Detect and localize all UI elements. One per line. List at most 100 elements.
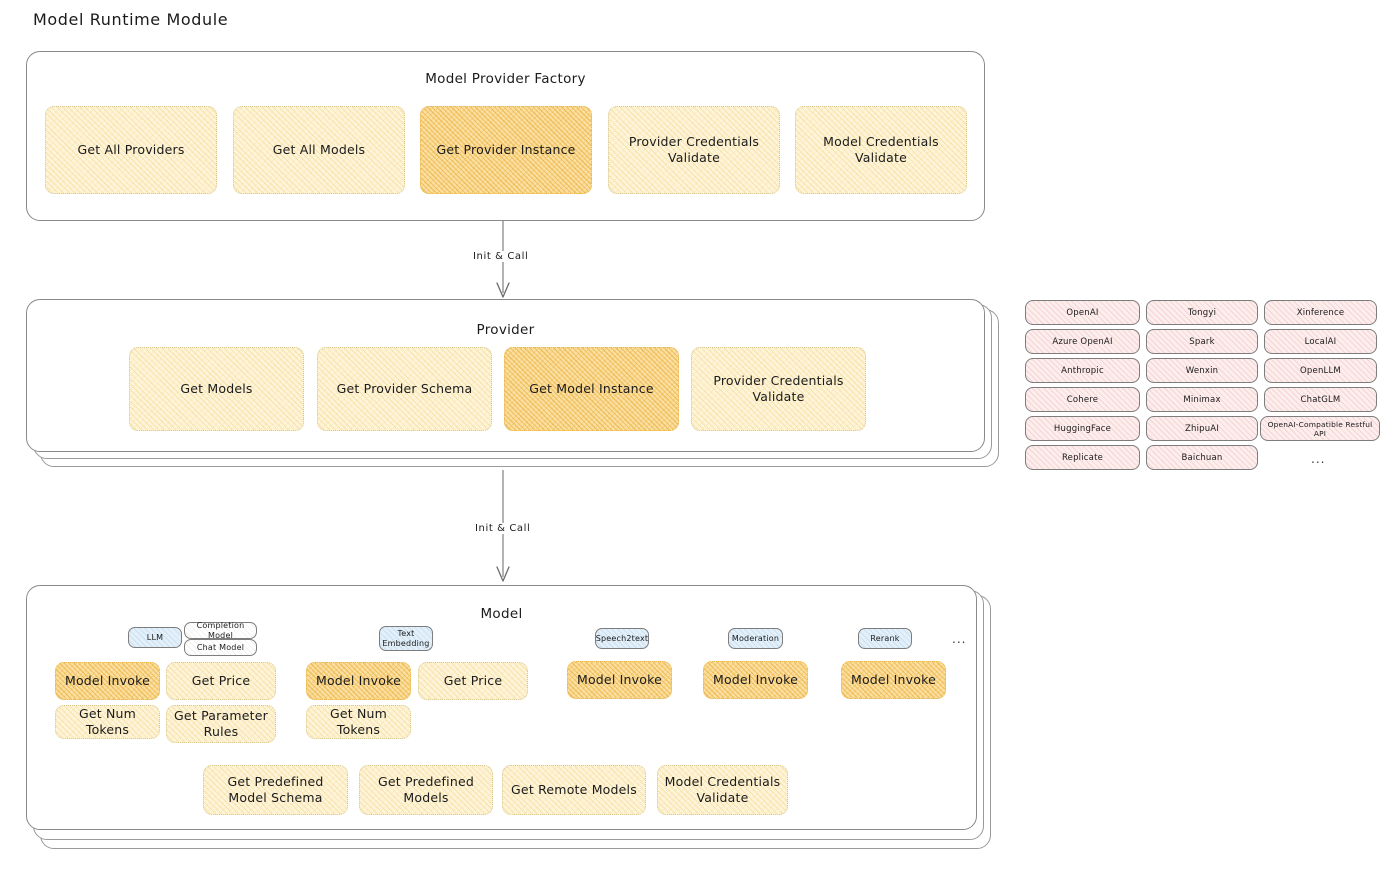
provider-chip-label: Anthropic bbox=[1061, 365, 1104, 376]
method-label: Get Remote Models bbox=[511, 782, 637, 798]
provider-chip-tongyi[interactable]: Tongyi bbox=[1146, 300, 1258, 325]
provider-chip-azure-openai[interactable]: Azure OpenAI bbox=[1025, 329, 1140, 354]
provider-chip-chatglm[interactable]: ChatGLM bbox=[1264, 387, 1377, 412]
method-text-embedding-get-price[interactable]: Get Price bbox=[418, 662, 528, 700]
model-type-chip-moderation[interactable]: Moderation bbox=[728, 628, 783, 649]
method-label: Model Invoke bbox=[576, 672, 663, 688]
model-type-label: LLM bbox=[146, 632, 164, 642]
method-get-all-providers[interactable]: Get All Providers bbox=[45, 106, 217, 194]
provider-chip-label: Azure OpenAI bbox=[1052, 336, 1113, 347]
provider-chip-label: HuggingFace bbox=[1053, 423, 1112, 434]
model-type-label: Text Embedding bbox=[382, 628, 430, 648]
model-type-chip-llm[interactable]: LLM bbox=[128, 627, 182, 648]
method-get-predefined-model-schema[interactable]: Get Predefined Model Schema bbox=[203, 765, 348, 815]
method-model-credentials-validate-3[interactable]: Model Credentials Validate bbox=[657, 765, 788, 815]
method-model-credentials-validate[interactable]: Model Credentials Validate bbox=[795, 106, 967, 194]
method-llm-model-invoke[interactable]: Model Invoke bbox=[55, 662, 160, 700]
method-label: Get Price bbox=[191, 673, 251, 689]
provider-chip-label: Minimax bbox=[1183, 394, 1221, 405]
connector-label-init-call-1: Init & Call bbox=[470, 251, 532, 262]
method-text-embedding-model-invoke[interactable]: Model Invoke bbox=[306, 662, 411, 700]
model-type-label: Moderation bbox=[731, 633, 780, 643]
provider-chip-zhipuai[interactable]: ZhipuAI bbox=[1146, 416, 1258, 441]
provider-chip-label: Baichuan bbox=[1181, 452, 1223, 463]
method-label: Get Num Tokens bbox=[329, 706, 388, 737]
method-label: Model Invoke bbox=[64, 673, 151, 689]
provider-chip-label: Replicate bbox=[1061, 452, 1104, 463]
method-speech2text-model-invoke[interactable]: Model Invoke bbox=[567, 661, 672, 699]
provider-chip-label: OpenLLM bbox=[1300, 365, 1341, 376]
method-get-model-instance[interactable]: Get Model Instance bbox=[504, 347, 679, 431]
method-label: Model Invoke bbox=[712, 672, 799, 688]
provider-chip-label: Cohere bbox=[1066, 394, 1099, 405]
provider-chip-label: LocalAI bbox=[1304, 336, 1337, 347]
method-label: Get Model Instance bbox=[529, 381, 654, 397]
method-label: Get Provider Schema bbox=[336, 381, 473, 397]
provider-chip-label: ChatGLM bbox=[1300, 394, 1341, 405]
model-type-label: Rerank bbox=[870, 633, 900, 643]
method-label: Get All Providers bbox=[77, 142, 185, 158]
provider-chip-spark[interactable]: Spark bbox=[1146, 329, 1258, 354]
provider-chip-label: OpenAI bbox=[1066, 307, 1099, 318]
provider-chip-openllm[interactable]: OpenLLM bbox=[1264, 358, 1377, 383]
model-type-chip-speech2text[interactable]: Speech2text bbox=[595, 628, 649, 649]
provider-chip-anthropic[interactable]: Anthropic bbox=[1025, 358, 1140, 383]
model-types-more: ... bbox=[952, 632, 967, 646]
model-type-chip-rerank[interactable]: Rerank bbox=[858, 628, 912, 649]
provider-chip-replicate[interactable]: Replicate bbox=[1025, 445, 1140, 470]
method-label: Get Parameter Rules bbox=[174, 708, 268, 739]
method-label: Get Price bbox=[443, 673, 503, 689]
method-get-provider-schema[interactable]: Get Provider Schema bbox=[317, 347, 492, 431]
method-label: Model Invoke bbox=[850, 672, 937, 688]
provider-chip-minimax[interactable]: Minimax bbox=[1146, 387, 1258, 412]
section-title-provider: Provider bbox=[476, 322, 535, 338]
model-type-chip-text-embedding[interactable]: Text Embedding bbox=[379, 626, 433, 651]
model-subtype-label: Chat Model bbox=[196, 642, 245, 652]
method-llm-get-price[interactable]: Get Price bbox=[166, 662, 276, 700]
provider-chip-label: ZhipuAI bbox=[1184, 423, 1220, 434]
method-llm-get-num-tokens[interactable]: Get Num Tokens bbox=[55, 705, 160, 739]
model-subtype-chip-completion-model[interactable]: Completion Model bbox=[184, 620, 257, 640]
method-label: Get Predefined Model Schema bbox=[227, 774, 324, 805]
method-rerank-model-invoke[interactable]: Model Invoke bbox=[841, 661, 946, 699]
provider-chip-openai-compatible-restful-api[interactable]: OpenAI-Compatible Restful API bbox=[1260, 416, 1380, 441]
method-provider-credentials-validate[interactable]: Provider Credentials Validate bbox=[608, 106, 780, 194]
connector-label-init-call-2: Init & Call bbox=[472, 523, 534, 534]
method-get-models[interactable]: Get Models bbox=[129, 347, 304, 431]
method-label: Get All Models bbox=[272, 142, 366, 158]
provider-chip-label: Tongyi bbox=[1187, 307, 1217, 318]
provider-chip-cohere[interactable]: Cohere bbox=[1025, 387, 1140, 412]
method-get-remote-models[interactable]: Get Remote Models bbox=[502, 765, 646, 815]
provider-chip-label: Spark bbox=[1189, 336, 1215, 347]
provider-chip-localai[interactable]: LocalAI bbox=[1264, 329, 1377, 354]
method-provider-credentials-validate-2[interactable]: Provider Credentials Validate bbox=[691, 347, 866, 431]
method-label: Get Predefined Models bbox=[378, 774, 474, 805]
method-moderation-model-invoke[interactable]: Model Invoke bbox=[703, 661, 808, 699]
method-get-all-models[interactable]: Get All Models bbox=[233, 106, 405, 194]
section-title-model-provider-factory: Model Provider Factory bbox=[425, 71, 586, 87]
section-title-model: Model bbox=[480, 606, 523, 622]
provider-chip-openai[interactable]: OpenAI bbox=[1025, 300, 1140, 325]
provider-chip-label: Wenxin bbox=[1185, 365, 1219, 376]
provider-chip-wenxin[interactable]: Wenxin bbox=[1146, 358, 1258, 383]
provider-chip-huggingface[interactable]: HuggingFace bbox=[1025, 416, 1140, 441]
provider-chip-label: OpenAI-Compatible Restful API bbox=[1267, 419, 1373, 438]
method-label: Model Invoke bbox=[315, 673, 402, 689]
method-label: Provider Credentials Validate bbox=[713, 373, 844, 404]
method-get-predefined-models[interactable]: Get Predefined Models bbox=[359, 765, 493, 815]
method-text-embedding-get-num-tokens[interactable]: Get Num Tokens bbox=[306, 705, 411, 739]
page-title: Model Runtime Module bbox=[33, 10, 229, 29]
method-label: Model Credentials Validate bbox=[823, 134, 939, 165]
method-label: Get Provider Instance bbox=[436, 142, 576, 158]
provider-list-more: ... bbox=[1311, 452, 1326, 466]
model-type-label: Speech2text bbox=[595, 633, 649, 643]
provider-chip-baichuan[interactable]: Baichuan bbox=[1146, 445, 1258, 470]
method-get-provider-instance[interactable]: Get Provider Instance bbox=[420, 106, 592, 194]
model-subtype-chip-chat-model[interactable]: Chat Model bbox=[184, 639, 257, 656]
method-llm-get-parameter-rules[interactable]: Get Parameter Rules bbox=[166, 705, 276, 743]
provider-chip-xinference[interactable]: Xinference bbox=[1264, 300, 1377, 325]
model-subtype-label: Completion Model bbox=[196, 620, 245, 640]
provider-chip-label: Xinference bbox=[1296, 307, 1345, 318]
method-label: Get Num Tokens bbox=[78, 706, 137, 737]
